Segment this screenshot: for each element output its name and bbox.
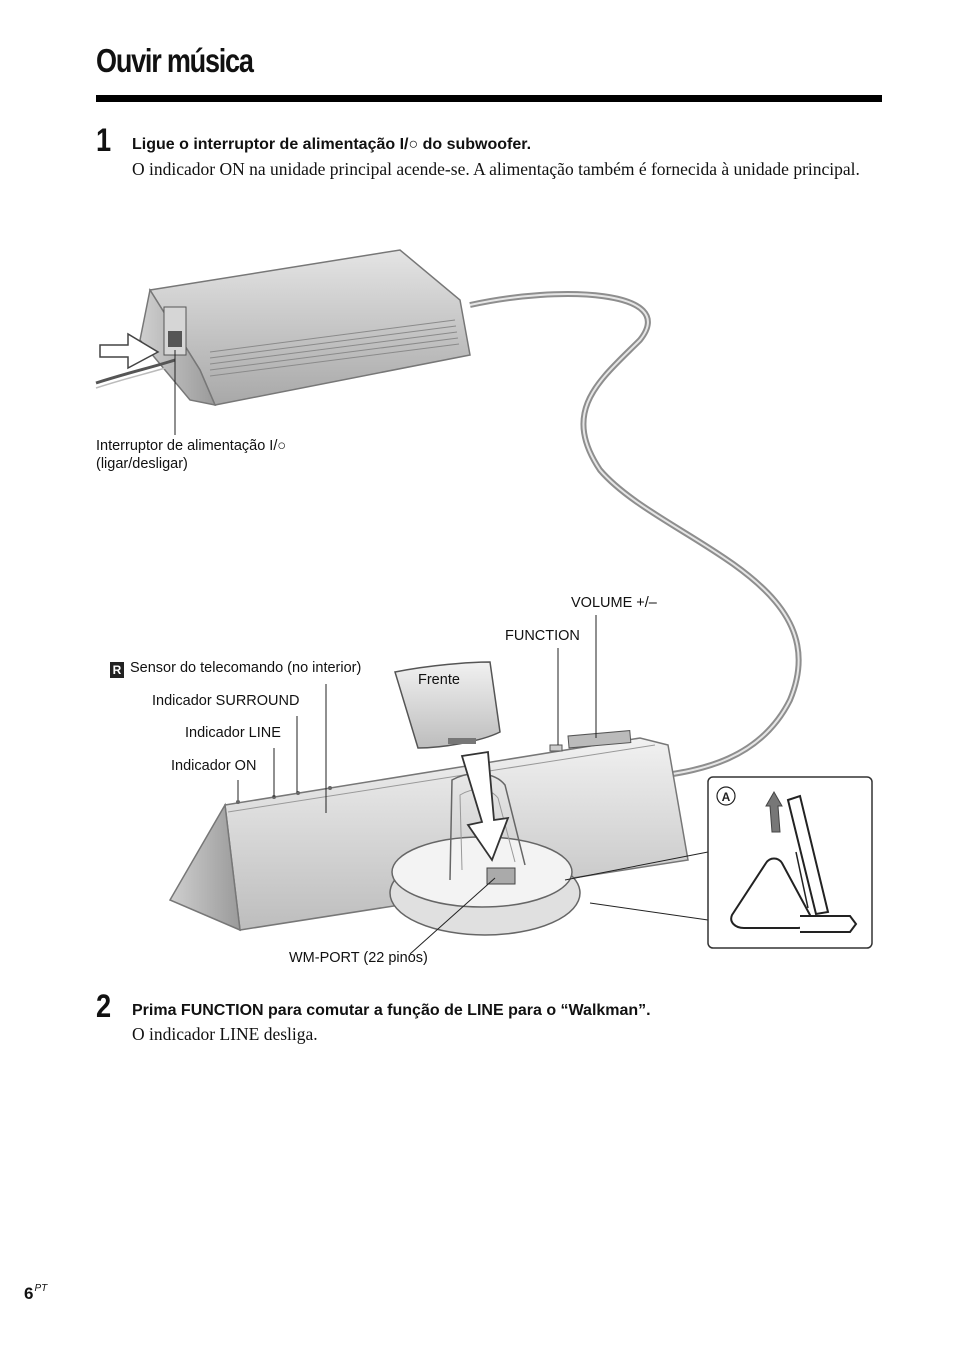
push-arrow-icon	[99, 332, 160, 370]
page-title: Ouvir música	[96, 42, 254, 79]
line-indicator-label: Indicador LINE	[185, 725, 281, 741]
step-2-body: O indicador LINE desliga.	[132, 1024, 318, 1044]
remote-sensor-icon: R	[110, 662, 124, 678]
remote-sensor-text: Sensor do telecomando (no interior)	[130, 660, 362, 676]
step-1-number: 1	[96, 122, 112, 158]
insert-arrow-icon	[460, 750, 510, 862]
remote-sensor-label: R Sensor do telecomando (no interior)	[110, 659, 361, 678]
page-number-value: 6	[24, 1284, 34, 1303]
main-unit	[168, 730, 689, 936]
volume-label: VOLUME +/–	[571, 595, 657, 611]
inset-detail: A	[707, 776, 873, 949]
function-label: FUNCTION	[505, 628, 580, 644]
step-2-number: 2	[96, 988, 112, 1024]
power-switch-label: Interruptor de alimentação I/○	[96, 438, 287, 454]
svg-text:A: A	[722, 790, 731, 804]
page-number: 6PT	[24, 1283, 47, 1304]
power-switch-label-sub: (ligar/desligar)	[96, 456, 188, 472]
step-1-heading: Ligue o interruptor de alimentação I/○ d…	[132, 136, 532, 153]
front-label: Frente	[418, 672, 460, 688]
surround-indicator-label: Indicador SURROUND	[152, 693, 300, 709]
power-switch	[168, 331, 182, 347]
step-2-heading: Prima FUNCTION para comutar a função de …	[132, 1002, 651, 1019]
walkman-device	[394, 661, 501, 749]
on-indicator-label: Indicador ON	[171, 758, 257, 774]
subwoofer	[95, 249, 471, 435]
step-1-body: O indicador ON na unidade principal acen…	[132, 159, 860, 179]
wm-port-label: WM-PORT (22 pinos)	[289, 950, 428, 966]
connection-cable	[469, 291, 802, 779]
page-language-suffix: PT	[34, 1283, 48, 1294]
title-rule	[96, 95, 882, 102]
